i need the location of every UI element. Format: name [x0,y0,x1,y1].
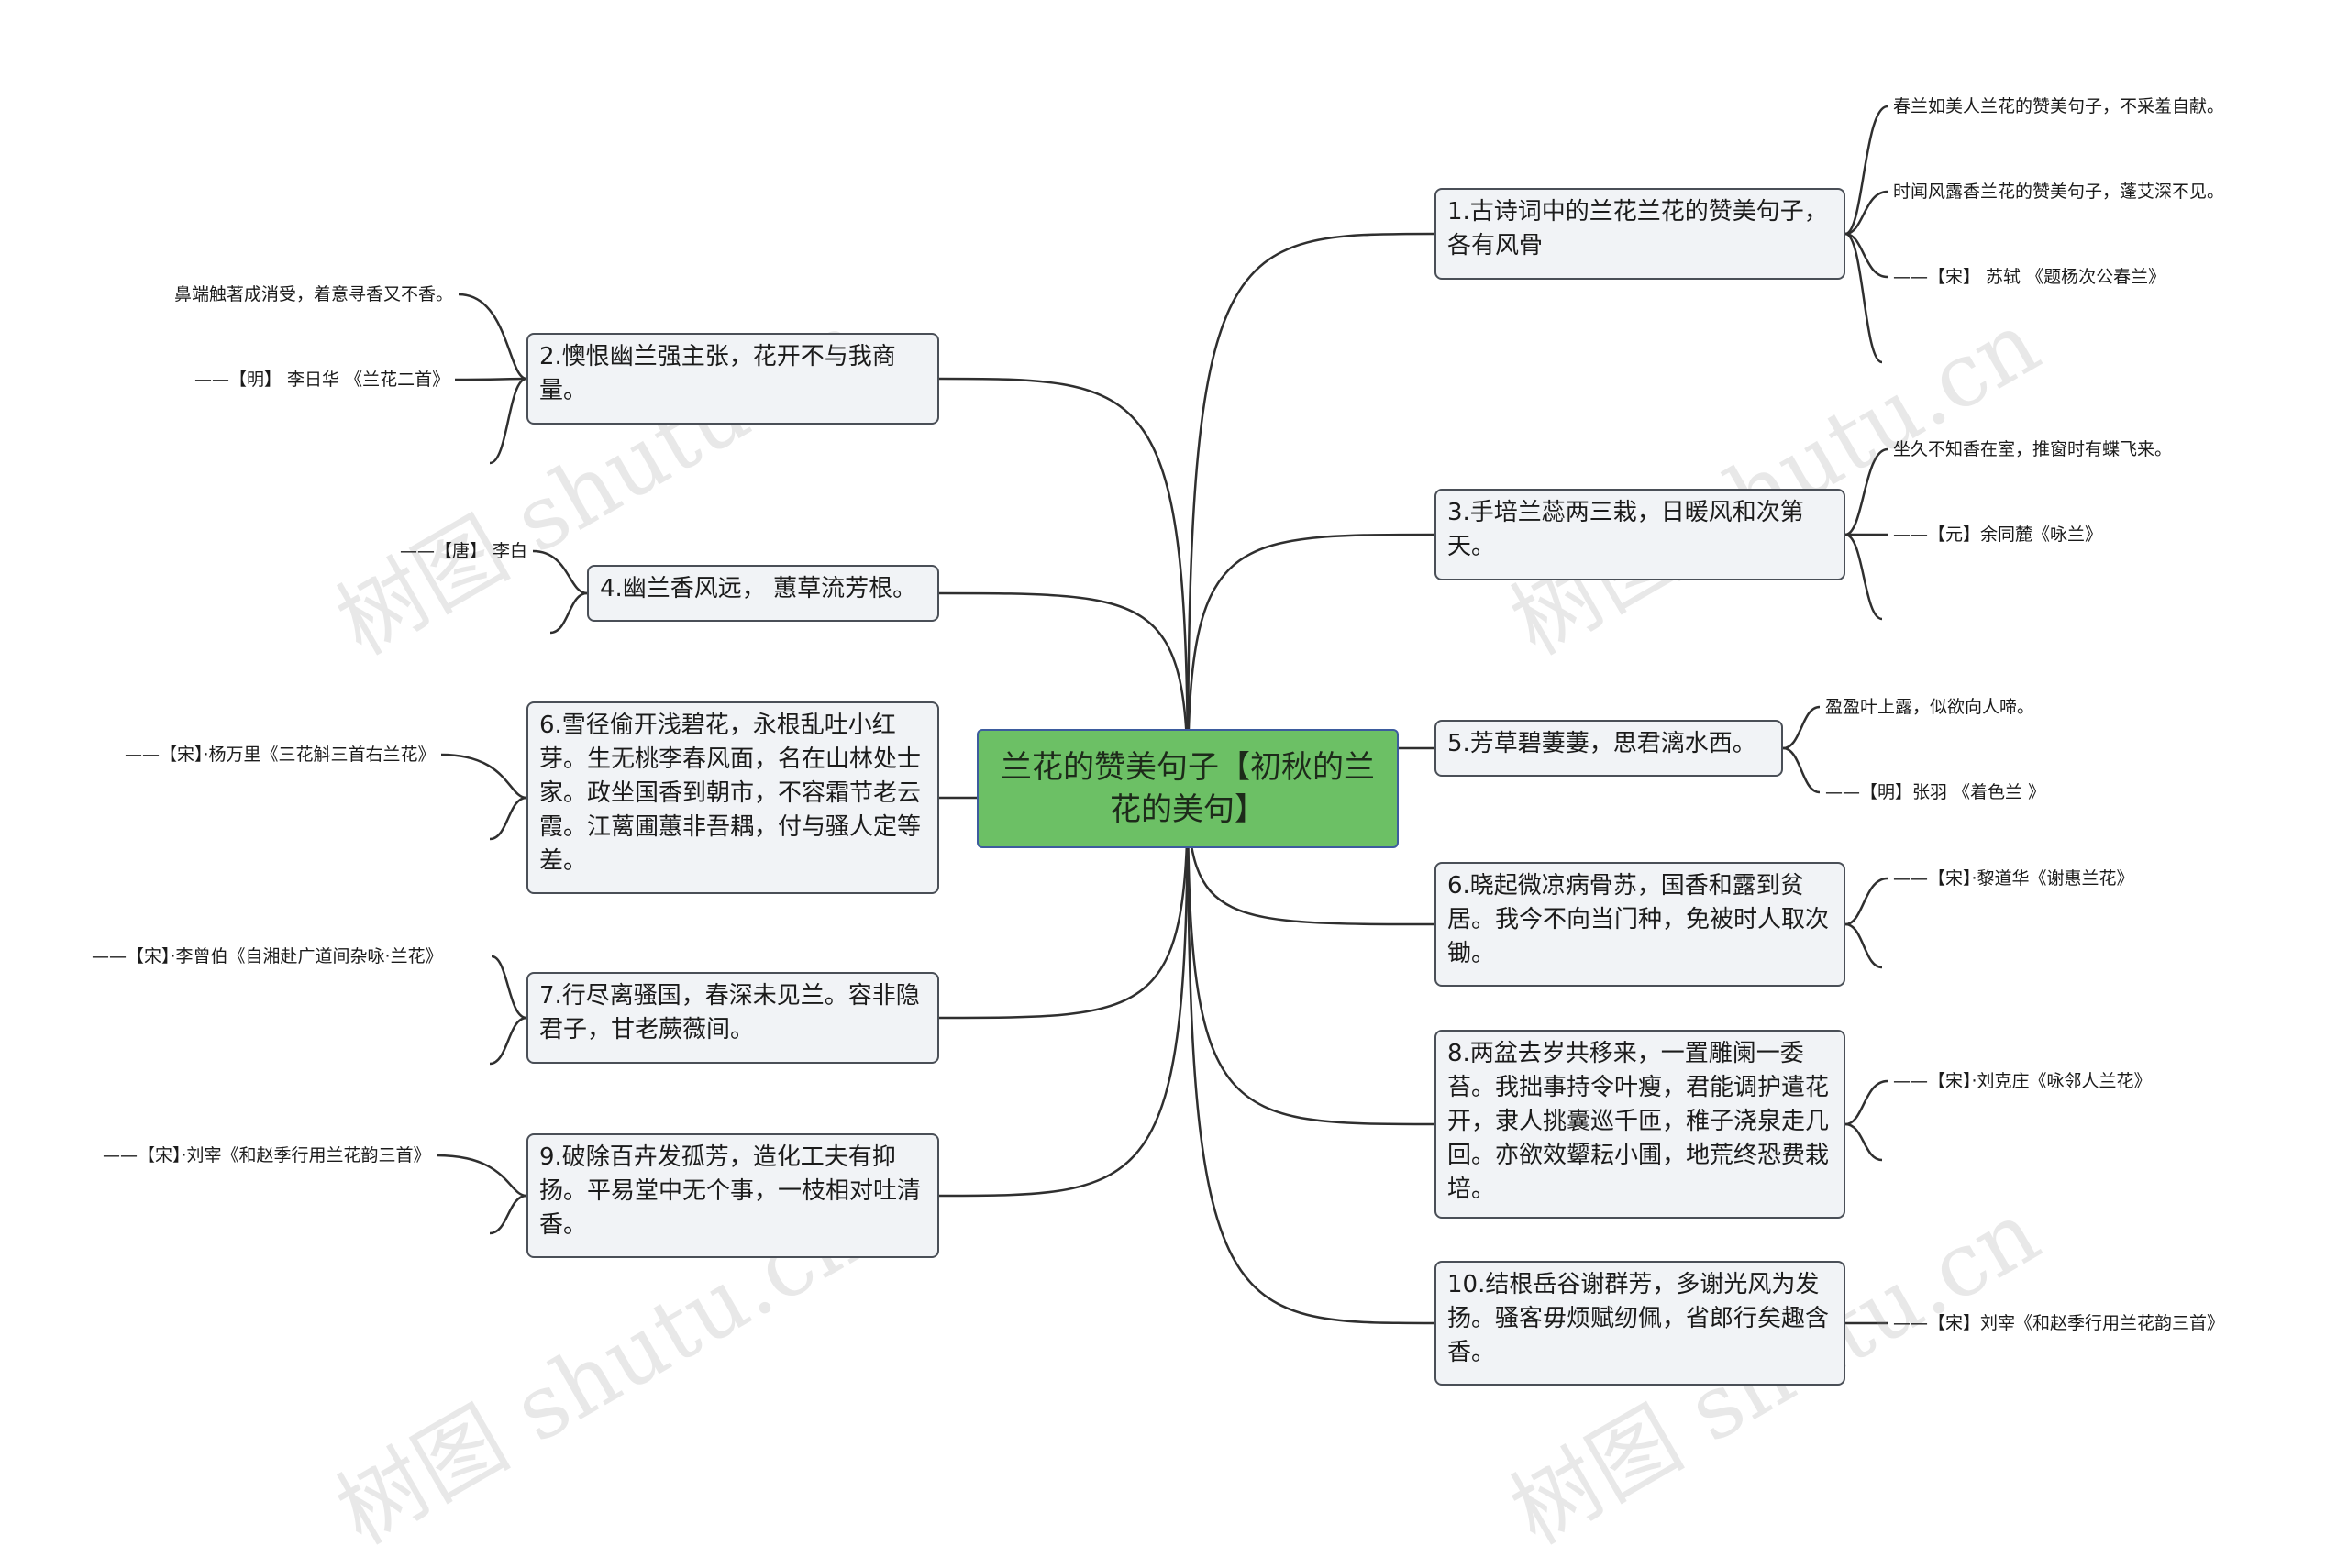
connector-line [1186,533,1435,790]
leaf-text: 鼻端触著成消受，着意寻香又不香。 [174,284,454,304]
branch-9-node[interactable]: 9.破除百卉发孤芳，造化工夫有抑扬。平易堂中无个事，一枝相对吐清香。 [526,1133,939,1258]
connector-line [454,377,527,381]
leaf-citation: ——【宋】·刘克庄《咏邻人兰花》 [1893,1071,2152,1091]
leaf-text: 盈盈叶上露，似欲向人啼。 [1825,697,2035,717]
branch-6-left-node[interactable]: 6.雪径偷开浅碧花，永根乱吐小红芽。生无桃李春风面，名在山林处士家。政坐国香到朝… [526,701,939,894]
connector-line [938,788,1190,1020]
leaf-citation: ——【宋】·刘宰《和赵季行用兰花韵三首》 [103,1145,431,1165]
connector-line [489,377,527,465]
leaf-text: 春兰如美人兰花的赞美句子，不采羞自献。 [1893,96,2225,116]
branch-4-node[interactable]: 4.幽兰香风远， 蕙草流芳根。 [587,565,939,622]
connector-line [1782,705,1821,750]
leaf-citation: ——【宋】·杨万里《三花斛三首右兰花》 [125,745,436,765]
connector-line [1844,533,1883,621]
branch-10-node[interactable]: 10.结根岳谷谢群芳，多谢光风为发扬。骚客毋烦赋纫佩，省郎行矣趣含香。 [1434,1261,1845,1386]
leaf-text: 时闻风露香兰花的赞美句子，蓬艾深不见。 [1893,182,2225,202]
connector-line [1186,788,1435,1126]
connector-line [440,753,527,800]
connector-line [458,293,527,381]
connector-line [489,796,527,841]
leaf-citation: ——【唐】 李白 [400,541,528,561]
connector-line [1844,1122,1883,1162]
leaf-citation: ——【宋】 苏轼 《题杨次公春兰》 [1893,267,2166,287]
connector-line [436,1154,527,1198]
connector-line [1844,105,1888,236]
connector-line [938,788,1190,1198]
connector-line [1844,1079,1888,1126]
branch-7-node[interactable]: 7.行尽离骚国，春深未见兰。容非隐君子，甘老蕨薇间。 [526,972,939,1064]
connector-line [938,377,1190,790]
leaf-citation: ——【元】余同麓《咏兰》 [1893,525,2103,545]
connector-line [489,1194,527,1235]
connector-line [1844,232,1888,279]
connector-line [1782,746,1821,794]
connector-line [938,591,1190,790]
connector-line [1844,922,1883,969]
connector-line [549,591,588,635]
connector-lines [436,105,1888,1325]
branch-8-node[interactable]: 8.两盆去岁共移来，一置雕阑一委苔。我拙事持令叶瘦，君能调护遣花开，隶人挑囊巡千… [1434,1030,1845,1219]
leaf-citation: ——【宋】刘宰《和赵季行用兰花韵三首》 [1893,1313,2225,1333]
connector-line [1186,232,1435,790]
leaf-citation: ——【宋】·黎道华《谢惠兰花》 [1893,868,2134,889]
leaf-citation: ——【明】 李日华 《兰花二首》 [194,370,450,390]
branch-2-node[interactable]: 2.懊恨幽兰强主张，花开不与我商量。 [526,333,939,425]
connector-line [1844,232,1883,364]
root-topic[interactable]: 兰花的赞美句子【初秋的兰花的美句】 [977,729,1399,848]
branch-1-node[interactable]: 1.古诗词中的兰花兰花的赞美句子，各有风骨 [1434,188,1845,280]
leaf-citation: ——【明】张羽 《着色兰 》 [1825,782,2046,802]
branch-5-node[interactable]: 5.芳草碧萋萋，思君漓水西。 [1434,720,1783,777]
connector-line [1844,447,1888,536]
connector-line [489,1016,527,1066]
connector-line [491,955,527,1020]
leaf-citation: ——【宋】·李曾伯《自湘赴广道间杂咏·兰花》 [92,946,443,966]
connector-line [1186,788,1435,1325]
branch-3-node[interactable]: 3.手培兰蕊两三栽，日暖风和次第天。 [1434,489,1845,580]
branch-6-right-node[interactable]: 6.晓起微凉病骨苏，国香和露到贫居。我今不向当门种，免被时人取次锄。 [1434,862,1845,987]
leaf-text: 坐久不知香在室，推窗时有蝶飞来。 [1893,439,2173,459]
connector-line [1844,877,1888,926]
connector-line [1844,190,1888,236]
connector-line [532,549,588,595]
